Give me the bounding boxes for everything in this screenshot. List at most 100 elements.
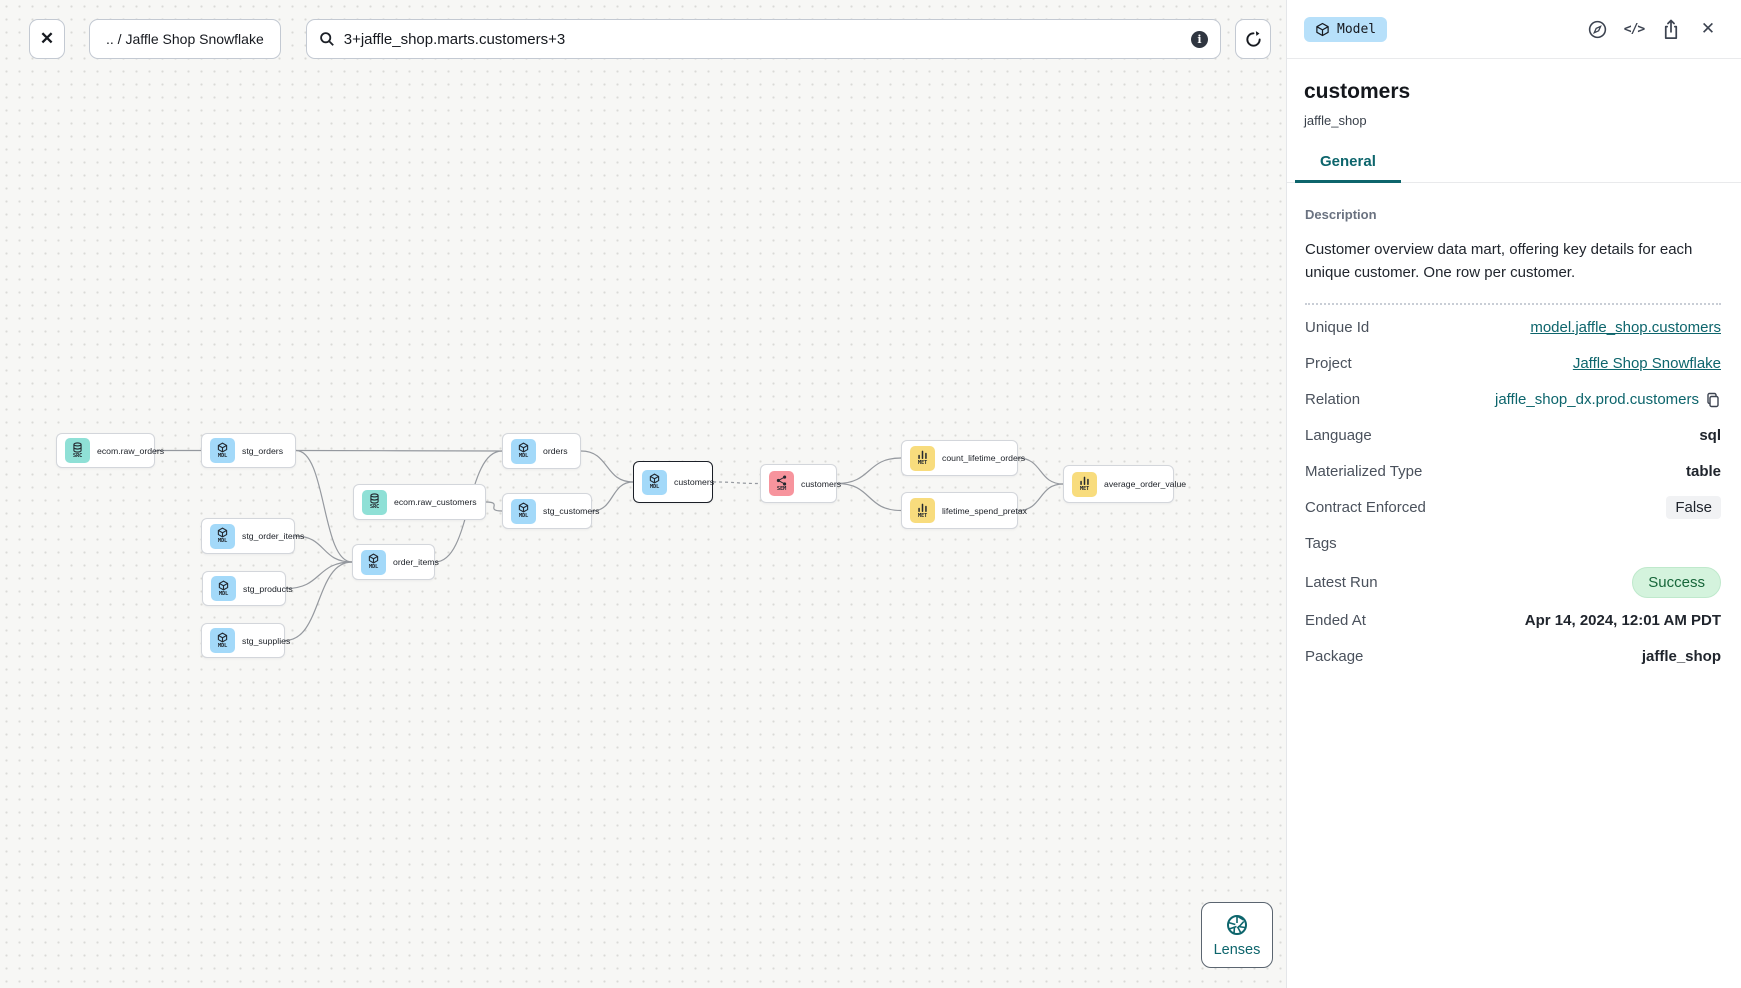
graph-node-stg_products[interactable]: MDL stg_products [202,571,293,606]
status-badge: Success [1632,566,1721,598]
node-label: stg_supplies [242,635,291,646]
graph-node-stg_supplies[interactable]: MDL stg_supplies [201,623,290,658]
src-type-chip: SRC [65,438,90,463]
graph-node-order_items[interactable]: MDL order_items [352,544,439,580]
compass-icon [1588,20,1606,38]
detail-row-tags: Tags [1305,531,1721,557]
mdl-type-chip: MDL [210,628,235,653]
graph-node-stg_order_items[interactable]: MDL stg_order_items [201,518,304,554]
lenses-button[interactable]: Lenses [1201,902,1273,968]
mdl-type-chip: MDL [511,438,536,464]
lineage-search: i [305,19,1221,59]
panel-header: Model </> ✕ [1287,0,1741,59]
cube-icon [368,553,379,564]
copy-icon[interactable] [1705,392,1721,408]
field-value: False [1666,496,1721,519]
lenses-label: Lenses [1213,941,1261,958]
edge-stg_orders-to-order_items [295,449,353,563]
src-type-chip: SRC [362,489,387,515]
field-value: Apr 14, 2024, 12:01 AM PDT [1524,612,1721,629]
info-icon[interactable]: i [1191,30,1208,48]
bar-chart-icon [918,450,927,460]
mdl-type-chip: MDL [211,576,236,601]
bar-chart-icon [1080,476,1089,486]
detail-row-contract-enforced: Contract Enforced False [1305,495,1721,521]
node-label: lifetime_spend_pretax [942,505,1027,516]
panel-body: Description Customer overview data mart,… [1287,183,1741,670]
field-value: jaffle_shop_dx.prod.customers [1495,391,1721,408]
node-label: order_items [393,557,439,567]
graph-node-customers_sem[interactable]: SEM customers [760,464,841,503]
field-label: Materialized Type [1305,463,1423,480]
close-lineage-button[interactable]: ✕ [29,19,65,59]
model-title: customers [1304,80,1411,103]
explore-lineage-button[interactable] [1586,18,1608,40]
lineage-toolbar: ✕ .. / Jaffle Shop Snowflake i [29,19,1271,59]
field-value: jaffle_shop [1641,648,1721,665]
edge-customers_sem-to-count_lifetime_orders [836,457,902,485]
view-code-button[interactable]: </> [1623,21,1645,37]
refresh-icon [1245,30,1261,47]
mdl-type-chip: MDL [511,498,536,524]
met-type-chip: MET [910,445,935,471]
graph-node-orders[interactable]: MDL orders [502,433,581,469]
node-label: customers [801,478,842,489]
field-label: Ended At [1305,612,1366,629]
cube-icon [217,527,228,538]
database-icon [73,442,82,453]
database-icon [370,493,379,504]
breadcrumb[interactable]: .. / Jaffle Shop Snowflake [89,19,281,59]
detail-row-materialized-type: Materialized Type table [1305,459,1721,485]
edge-ecom.raw_customers-to-stg_customers [485,501,503,512]
field-link[interactable]: Jaffle Shop Snowflake [1572,355,1721,372]
tab-general[interactable]: General [1295,153,1401,183]
field-link[interactable]: model.jaffle_shop.customers [1530,319,1721,336]
relation-value: jaffle_shop_dx.prod.customers [1494,391,1699,408]
edge-customers_sem-to-lifetime_spend_pretax [836,482,902,512]
close-panel-button[interactable]: ✕ [1700,19,1716,38]
field-label: Language [1305,427,1372,444]
mdl-type-chip: MDL [210,523,235,549]
mdl-type-chip: MDL [642,469,667,495]
detail-row-ended-at: Ended At Apr 14, 2024, 12:01 AM PDT [1305,608,1721,634]
mdl-type-chip: MDL [210,438,235,463]
mdl-type-chip: MDL [361,549,386,575]
edge-stg_orders-to-orders [295,449,503,452]
share-icon [1664,19,1678,39]
node-label: stg_order_items [242,531,305,541]
section-divider [1305,302,1721,305]
field-value: table [1685,463,1721,480]
node-label: orders [543,446,568,456]
field-label: Unique Id [1305,319,1370,336]
value-badge: False [1666,496,1721,519]
field-label: Tags [1305,535,1337,552]
field-label: Project [1305,355,1352,372]
edge-customers-to-customers_sem [712,481,761,485]
lenses-aperture-icon [1227,914,1247,935]
cube-icon [217,442,228,453]
refresh-button[interactable] [1235,19,1271,59]
share-button[interactable] [1660,18,1682,40]
edge-stg_products-to-order_items [285,561,353,590]
search-input[interactable] [343,30,1182,48]
field-label: Contract Enforced [1305,499,1426,516]
panel-tabs: General [1287,153,1741,183]
details-panel: Model </> ✕ customers jaffle_shop Genera… [1286,0,1741,988]
cube-icon [217,632,228,643]
node-label: stg_products [243,583,293,594]
met-type-chip: MET [1072,471,1097,497]
cube-icon [1316,22,1329,36]
sem-type-chip: SEM [769,471,794,496]
